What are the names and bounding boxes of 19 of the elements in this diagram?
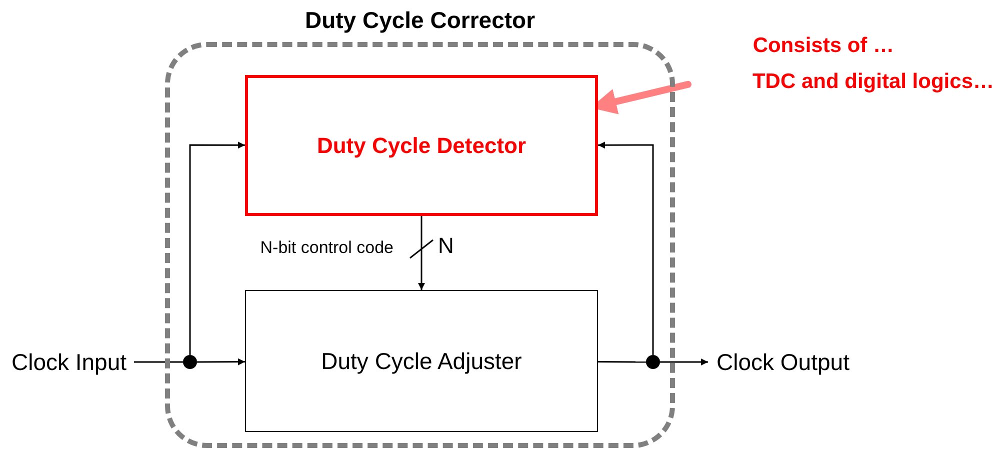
junction-dot xyxy=(646,355,660,369)
adjuster-box xyxy=(245,290,598,432)
signal-line xyxy=(598,361,646,363)
annotation-text: TDC and digital logics… xyxy=(752,69,994,95)
signal-arrow xyxy=(660,358,708,366)
box-title: Duty Cycle Adjuster xyxy=(321,348,522,374)
signal-arrow xyxy=(418,216,425,290)
group-title: Duty Cycle Corrector xyxy=(304,7,536,34)
signal-arrow xyxy=(598,142,654,355)
port-label: Clock Input xyxy=(11,348,127,376)
signal-arrow xyxy=(189,142,245,355)
bus-width-label: N xyxy=(438,233,454,259)
junction-dot xyxy=(183,355,197,369)
annotation-text: Consists of … xyxy=(752,33,894,59)
box-title: Duty Cycle Detector xyxy=(316,132,526,158)
port-label: Clock Output xyxy=(716,348,850,376)
signal-line xyxy=(134,361,183,363)
detector-box xyxy=(245,75,598,216)
signal-arrow xyxy=(197,358,245,366)
